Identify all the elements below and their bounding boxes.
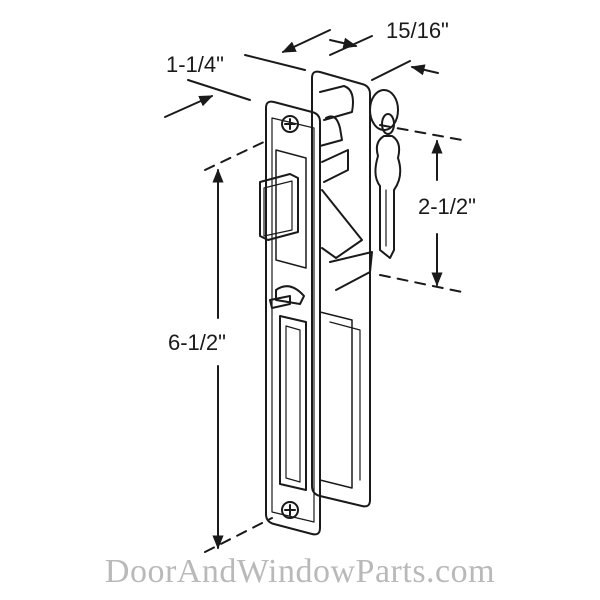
dimension-label-overall-height: 6-1/2" — [168, 330, 226, 355]
dimension-label-depth: 1-1/4" — [166, 52, 224, 77]
dimension-cylinder-height-lines — [379, 124, 463, 293]
dimension-label-cylinder-offset: 15/16" — [386, 18, 449, 43]
dimension-cylinder-offset-lines — [329, 35, 439, 81]
dimension-label-cylinder-height: 2-1/2" — [418, 194, 476, 219]
watermark-text: DoorAndWindowParts.com — [104, 553, 496, 590]
dimension-overall-height-lines — [204, 139, 273, 553]
dimension-depth-lines — [164, 29, 331, 118]
